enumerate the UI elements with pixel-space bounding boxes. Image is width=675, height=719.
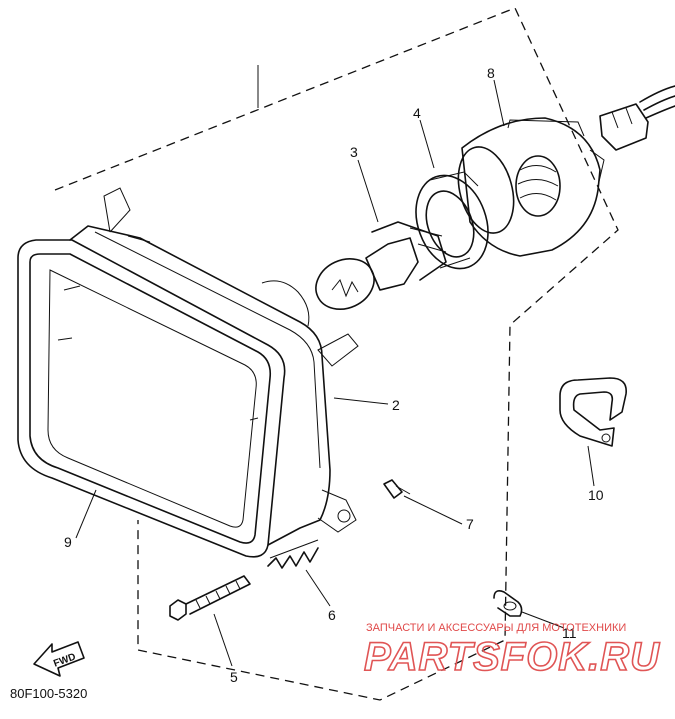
callout-11: 11 <box>562 625 577 641</box>
watermark: ЗАПЧАСТИ И АКСЕССУАРЫ ДЛЯ МОТОТЕХНИКИ PA… <box>363 622 660 680</box>
wire-connector <box>599 85 675 151</box>
assembly-boundary <box>54 7 619 701</box>
headlight-rim <box>17 239 286 558</box>
lamp-unit <box>57 187 359 546</box>
callout-9: 9 <box>64 534 72 550</box>
callout-8: 8 <box>487 65 495 81</box>
spring <box>267 539 319 569</box>
bracket <box>559 377 627 447</box>
leader-lines <box>75 79 595 667</box>
boot-cover <box>457 117 605 257</box>
callout-4: 4 <box>413 105 421 121</box>
callout-10: 10 <box>588 487 604 503</box>
small-clamp <box>493 590 523 617</box>
watermark-brand: PARTSFOK.RU <box>364 635 660 679</box>
callout-3: 3 <box>350 144 358 160</box>
bulb <box>315 221 447 310</box>
callout-5: 5 <box>230 669 238 685</box>
callout-7: 7 <box>466 516 474 532</box>
diagram-code: 80F100-5320 <box>10 686 87 701</box>
direction-label: FWD <box>52 652 77 670</box>
callout-6: 6 <box>328 607 336 623</box>
callout-2: 2 <box>392 397 400 413</box>
adjusting-screw <box>169 575 251 621</box>
watermark-tagline: ЗАПЧАСТИ И АКСЕССУАРЫ ДЛЯ МОТОТЕХНИКИ <box>366 622 626 634</box>
clip <box>383 479 411 499</box>
fwd-arrow-icon: FWD <box>33 641 85 677</box>
